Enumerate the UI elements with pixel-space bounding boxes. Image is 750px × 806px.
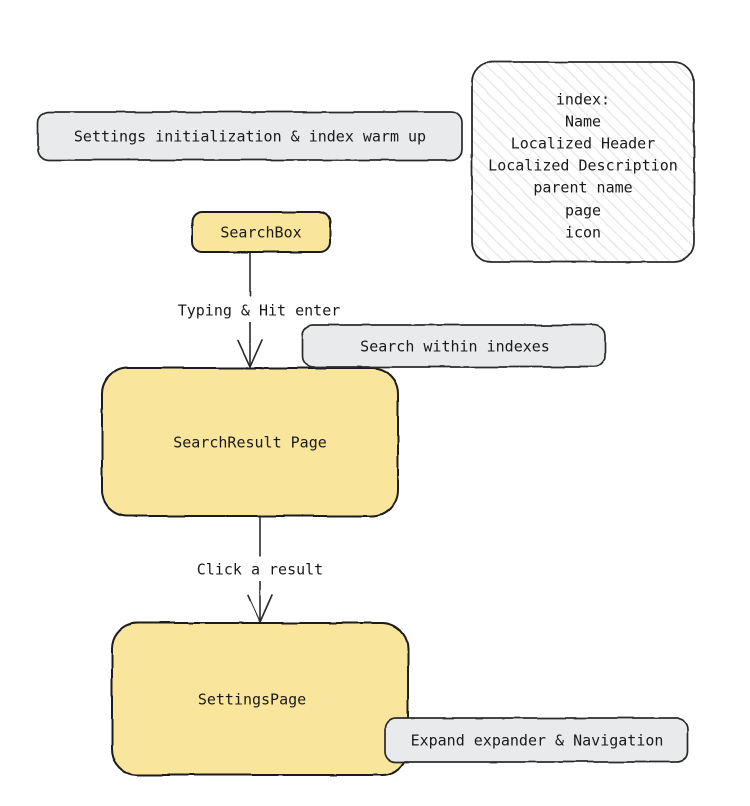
index-schema-line-6: icon: [565, 224, 601, 242]
index-schema-line-5: page: [565, 202, 601, 220]
note-expand-expander-navigation-label: Expand expander & Navigation: [411, 732, 664, 750]
node-searchresult-page-shape[interactable]: [101, 367, 399, 517]
note-expand-expander-navigation-shape: [384, 717, 689, 763]
note-settings-initialization-shape: [37, 111, 463, 161]
edge-typing-label: Typing & Hit enter: [178, 302, 341, 320]
index-schema-box: index: Name Localized Header Localized D…: [471, 61, 695, 263]
note-search-within-indexes-label: Search within indexes: [360, 338, 550, 356]
note-expand-expander-navigation: Expand expander & Navigation: [384, 717, 689, 763]
node-searchbox[interactable]: SearchBox: [191, 211, 331, 253]
node-settingspage[interactable]: SettingsPage: [111, 622, 409, 776]
index-schema-line-2: Localized Header: [511, 135, 656, 153]
note-search-within-indexes-shape: [301, 324, 606, 368]
note-settings-initialization: Settings initialization & index warm up: [37, 111, 463, 161]
note-search-within-indexes: Search within indexes: [301, 324, 606, 368]
node-searchresult-page[interactable]: SearchResult Page: [101, 367, 399, 517]
edge-click-a-result: Click a result: [197, 517, 323, 623]
note-settings-initialization-label: Settings initialization & index warm up: [74, 128, 426, 146]
node-settingspage-label: SettingsPage: [198, 691, 306, 709]
node-searchbox-label: SearchBox: [220, 224, 301, 242]
index-schema-line-3: Localized Description: [488, 157, 678, 175]
node-searchbox-shape[interactable]: [191, 211, 331, 253]
node-settingspage-shape[interactable]: [111, 622, 409, 776]
edge-typing-hit-enter: Typing & Hit enter: [178, 253, 341, 368]
index-schema-line-4: parent name: [533, 179, 632, 197]
edge-click-label: Click a result: [197, 561, 323, 579]
index-schema-box-shape: [471, 61, 695, 263]
node-searchresult-page-label: SearchResult Page: [173, 434, 327, 452]
index-schema-line-1: Name: [565, 113, 601, 131]
index-schema-line-0: index:: [556, 91, 610, 109]
